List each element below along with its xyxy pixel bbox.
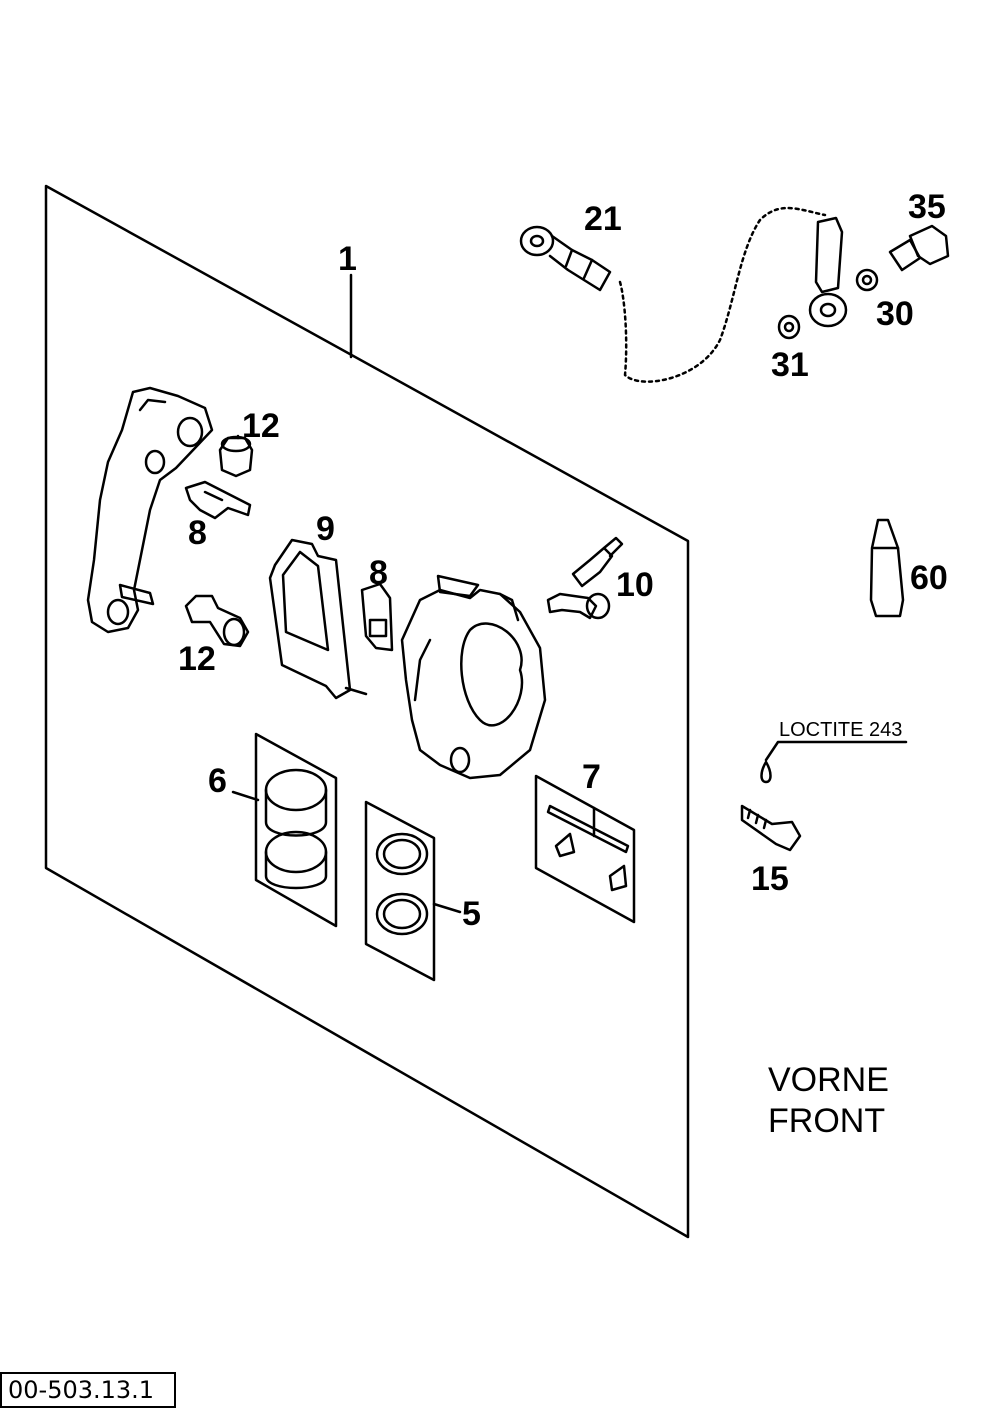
brake-hose	[519, 206, 848, 383]
loctite-bottle	[869, 518, 905, 618]
loctite-leader	[764, 740, 908, 762]
brake-pad	[268, 538, 368, 700]
region-label-vorne: VORNE	[768, 1061, 889, 1099]
washer-30	[855, 268, 879, 292]
callout-8-mid: 8	[369, 554, 388, 592]
pin-kit	[534, 774, 636, 924]
banjo-bolt	[888, 224, 950, 272]
callout-10: 10	[616, 566, 654, 604]
washer-31-hole	[783, 321, 795, 333]
callout-31: 31	[771, 346, 809, 384]
callout-7: 7	[582, 758, 601, 796]
seal-kit	[364, 800, 462, 982]
callout-12-lower: 12	[178, 640, 216, 678]
callout-60: 60	[910, 559, 948, 597]
washer-31	[777, 314, 801, 340]
callout-21: 21	[584, 200, 622, 238]
spring-clip-top	[184, 480, 252, 520]
washer-30-hole	[861, 274, 873, 286]
caliper-body	[400, 574, 547, 780]
caliper-bolt	[740, 760, 802, 852]
callout-30: 30	[876, 295, 914, 333]
guide-pin-lower	[184, 594, 250, 648]
spring-clip-mid	[360, 582, 394, 652]
callout-35: 35	[908, 188, 946, 226]
callout-12-top: 12	[242, 407, 280, 445]
kit-panel	[44, 184, 690, 1239]
callout-9: 9	[316, 510, 335, 548]
caliper-carrier-bracket	[86, 386, 214, 634]
document-id: 00-503.13.1	[0, 1372, 176, 1408]
callout-1: 1	[338, 240, 357, 278]
callout-8-top: 8	[188, 514, 207, 552]
region-label-front: FRONT	[768, 1102, 886, 1140]
piston-kit	[231, 732, 338, 928]
callout-6: 6	[208, 762, 227, 800]
callout-5: 5	[462, 895, 481, 933]
pin-bush-top	[218, 435, 254, 478]
callout-15: 15	[751, 860, 789, 898]
loctite-note: LOCTITE 243	[779, 719, 903, 741]
bleed-valve	[546, 536, 624, 620]
